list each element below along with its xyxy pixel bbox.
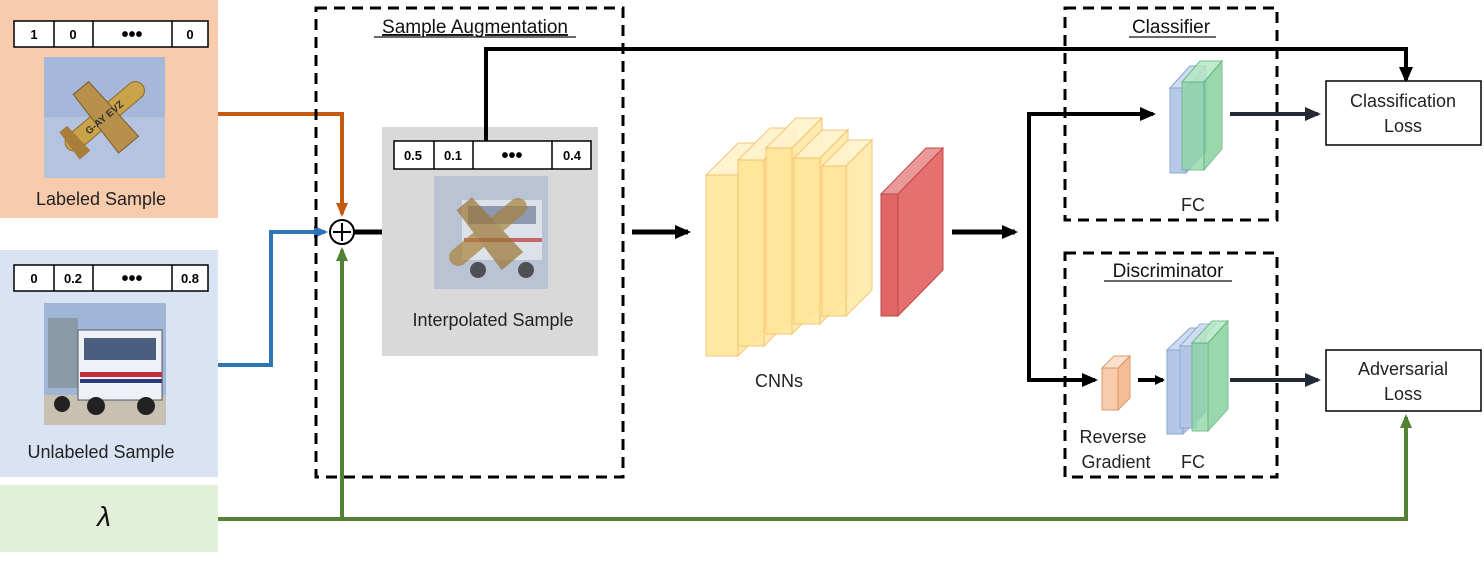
adversarial-loss-box: Adversarial Loss [1325,349,1482,412]
unlabeled-to-mixer-arrow [218,226,328,367]
reverse-gradient-label-line2: Gradient [1081,452,1150,472]
interpolated-vector-ellipsis: ••• [501,145,522,167]
adversarial-loss-line2: Loss [1384,384,1422,404]
classifier-fc-label: FC [1181,195,1205,215]
reverse-gradient-label-line1: Reverse [1079,427,1146,447]
discriminator-title: Discriminator [1113,261,1225,282]
unlabeled-vector-cell: 0 [30,271,37,286]
interpolated-vector-cell: 0.1 [444,148,462,163]
discriminator-fc-label: FC [1181,452,1205,472]
labeled-vector-cell: 0 [69,27,76,42]
labeled-vector-ellipsis: ••• [121,24,142,46]
reverse-gradient-block [1100,354,1132,412]
truck-image [44,303,166,425]
classifier-box: Classifier FC [1063,6,1279,222]
lambda-panel: λ [0,485,218,552]
interpolated-sample-caption: Interpolated Sample [412,310,573,330]
unlabeled-vector-cell: 0.8 [181,271,199,286]
classifier-title: Classifier [1132,17,1211,38]
classification-loss-line1: Classification [1350,91,1456,111]
adversarial-loss-line1: Adversarial [1358,359,1448,379]
cnn-layer [820,138,874,318]
unlabeled-vector-cell: 0.2 [64,271,82,286]
unlabeled-label-vector: 0 0.2 ••• 0.8 [13,264,209,292]
sample-augmentation-box: Sample Augmentation 0.5 0.1 ••• 0.4 [314,6,625,479]
labeled-sample-caption: Labeled Sample [36,189,166,209]
cnn-stack: CNNs [704,116,874,391]
lambda-background [0,485,218,552]
lambda-symbol: λ [95,501,111,532]
classification-loss-line2: Loss [1384,116,1422,136]
unlabeled-sample-panel: 0 0.2 ••• 0.8 Unlabeled Sample [0,250,218,477]
interpolated-vector-cell: 0.5 [404,148,422,163]
discriminator-box: Discriminator Reverse Gradient FC [1063,251,1279,479]
feature-block [879,146,945,318]
unlabeled-vector-ellipsis: ••• [121,268,142,290]
cnn-label: CNNs [755,371,803,391]
classification-loss-box: Classification Loss [1325,80,1482,146]
feature-to-discriminator-arrow [1027,232,1098,387]
interpolated-label-vector: 0.5 0.1 ••• 0.4 [393,140,592,170]
interpolated-vector-cell: 0.4 [563,148,582,163]
lambda-to-adversarial-arrow [218,414,1412,521]
classifier-fc-layer [1168,59,1224,175]
labeled-vector-cell: 1 [30,27,37,42]
mixer-plus-icon [329,219,355,245]
labeled-vector-cell: 0 [186,27,193,42]
airplane-image: G-AY EVZ [44,57,165,178]
labeled-sample-panel: 1 0 ••• 0 G-AY EVZ Labeled Sample [0,0,218,218]
feature-to-classifier-arrow [1027,107,1156,232]
unlabeled-sample-caption: Unlabeled Sample [27,442,174,462]
interpolated-image [434,176,548,289]
labeled-to-mixer-arrow [218,112,348,217]
mixed-label-to-classification-loss-arrow [484,47,1413,141]
sample-augmentation-title: Sample Augmentation [382,17,568,38]
labeled-label-vector: 1 0 ••• 0 [13,20,209,48]
discriminator-fc-layer [1165,319,1230,436]
